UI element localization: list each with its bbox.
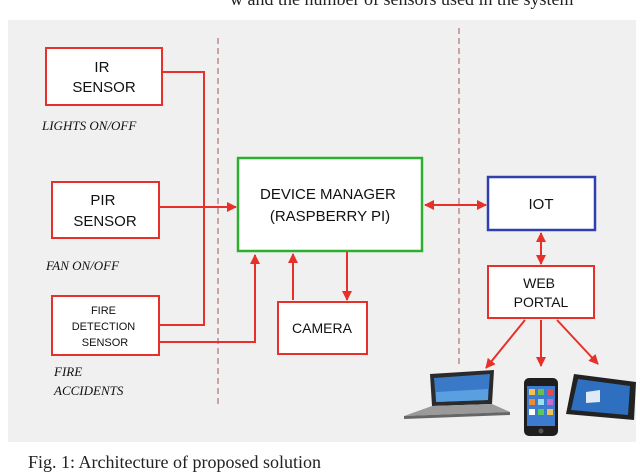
- fire-sensor-label-1: FIRE: [91, 305, 116, 317]
- camera-label: CAMERA: [292, 320, 353, 336]
- top-text-strip: w and the number of sensors used in the …: [0, 0, 640, 18]
- pir-sensor-label-1: PIR: [90, 192, 115, 209]
- header-text: w and the number of sensors used in the …: [230, 0, 573, 10]
- laptop-icon: [404, 370, 510, 419]
- figure-caption: Fig. 1: Architecture of proposed solutio…: [28, 452, 321, 472]
- iot-box: [486, 175, 597, 232]
- device-manager-label-1: DEVICE MANAGER: [260, 186, 396, 203]
- svg-text:WEB PORTAL: WEB PORTAL: [514, 275, 569, 310]
- svg-text:PIR SENSOR: PIR SENSOR: [73, 192, 137, 230]
- bottom-text-strip: Fig. 1: Architecture of proposed solutio…: [0, 444, 640, 474]
- device-manager-label-2: (RASPBERRY PI): [270, 208, 390, 225]
- fire-sensor-label-3: SENSOR: [82, 337, 129, 349]
- ir-connector: [160, 71, 205, 326]
- portal-to-laptop-arrow: [485, 319, 526, 369]
- svg-text:DEVICE MANAGER (RASPBERRY: DEVICE MANAGER (RASPBERRY PI): [260, 186, 400, 225]
- pir-sensor-box: [51, 181, 160, 239]
- fire-to-manager-arrow: [160, 254, 260, 343]
- tablet-icon: [566, 374, 636, 420]
- fire-sensor-box: [51, 295, 160, 356]
- fire-accidents-label-2: ACCIDENTS: [53, 383, 124, 398]
- ir-sensor-label-1: IR: [94, 59, 109, 76]
- web-portal-box: [487, 265, 595, 319]
- pir-sensor-label-2: SENSOR: [73, 213, 137, 230]
- camera-box: [277, 301, 368, 355]
- device-manager-box: [236, 156, 424, 253]
- ir-sensor-box: [45, 47, 163, 106]
- fire-accidents-label-1: FIRE: [53, 364, 82, 379]
- portal-to-tablet-arrow: [556, 319, 599, 365]
- web-portal-label-1: WEB: [523, 275, 555, 291]
- svg-text:FIRE ACCIDENTS: FIRE ACCIDENTS: [53, 364, 124, 398]
- fan-label: FAN ON/OFF: [45, 258, 120, 273]
- svg-text:FIRE DETECTION SENSOR: FIRE DETECTION SENSOR: [72, 305, 139, 349]
- smartphone-icon: [524, 378, 558, 436]
- iot-label: IOT: [529, 196, 554, 213]
- svg-text:IR SENSOR: IR SENSOR: [72, 59, 136, 96]
- lights-label: LIGHTS ON/OFF: [41, 118, 137, 133]
- web-portal-label-2: PORTAL: [514, 294, 569, 310]
- ir-sensor-label-2: SENSOR: [72, 79, 136, 96]
- fire-sensor-label-2: DETECTION: [72, 321, 136, 333]
